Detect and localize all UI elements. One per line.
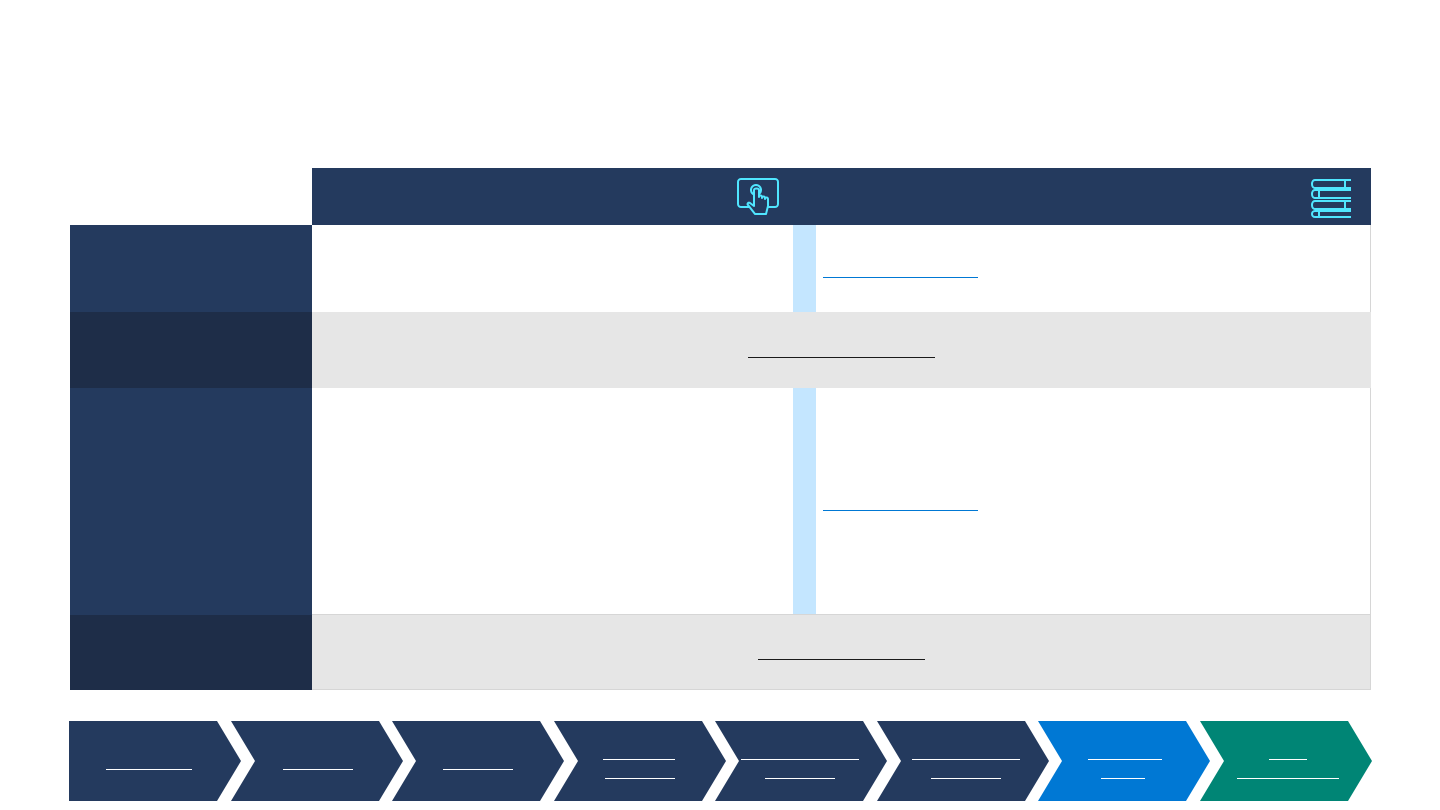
- row-3-frame: [312, 388, 1371, 615]
- process-step-3: [392, 721, 564, 801]
- row-1-left-cell: [312, 225, 793, 312]
- row-2-cell: [312, 312, 1371, 388]
- process-step-8: [1200, 721, 1372, 801]
- process-step-5: [715, 721, 887, 801]
- process-step-link[interactable]: [912, 759, 1020, 760]
- process-step-7: [1038, 721, 1210, 801]
- process-step-link[interactable]: [1088, 759, 1162, 760]
- row-label-1: [70, 225, 312, 312]
- row-1-link[interactable]: [823, 277, 978, 278]
- book-stack-icon: [1311, 179, 1351, 218]
- process-step-2: [231, 721, 403, 801]
- row-1-divider: [793, 225, 816, 312]
- row-label-2: [70, 312, 312, 388]
- page-title: [70, 40, 1370, 100]
- row-label-4: [70, 615, 312, 690]
- row-label-3: [70, 388, 312, 615]
- row-1-right-cell: [816, 225, 1371, 312]
- row-3-link[interactable]: [823, 510, 978, 511]
- row-3-left-cell: [312, 388, 793, 615]
- row-1-frame: [312, 225, 1371, 312]
- row-4-link[interactable]: [758, 659, 925, 660]
- process-step-link[interactable]: [1101, 778, 1145, 779]
- row-4-cell: [312, 615, 1371, 690]
- process-step-link[interactable]: [931, 778, 1001, 779]
- process-step-link[interactable]: [106, 769, 192, 770]
- process-step-link[interactable]: [1269, 759, 1307, 760]
- touch-screen-icon: [737, 178, 779, 215]
- process-step-4: [554, 721, 726, 801]
- process-step-link[interactable]: [443, 769, 513, 770]
- process-step-link[interactable]: [283, 769, 353, 770]
- process-step-link[interactable]: [603, 759, 675, 760]
- header-right: [816, 168, 1371, 225]
- process-step-link[interactable]: [741, 759, 859, 760]
- process-step-1: [69, 721, 241, 801]
- header-left: [312, 168, 794, 225]
- process-step-link[interactable]: [765, 778, 835, 779]
- row-4-frame: [312, 615, 1371, 690]
- process-step-link[interactable]: [605, 778, 675, 779]
- row-3-divider: [793, 388, 816, 615]
- row-2-link[interactable]: [748, 357, 935, 358]
- table-header: [312, 168, 1371, 225]
- process-step-link[interactable]: [1237, 778, 1339, 779]
- row-3-right-cell: [816, 388, 1371, 615]
- process-step-6: [877, 721, 1049, 801]
